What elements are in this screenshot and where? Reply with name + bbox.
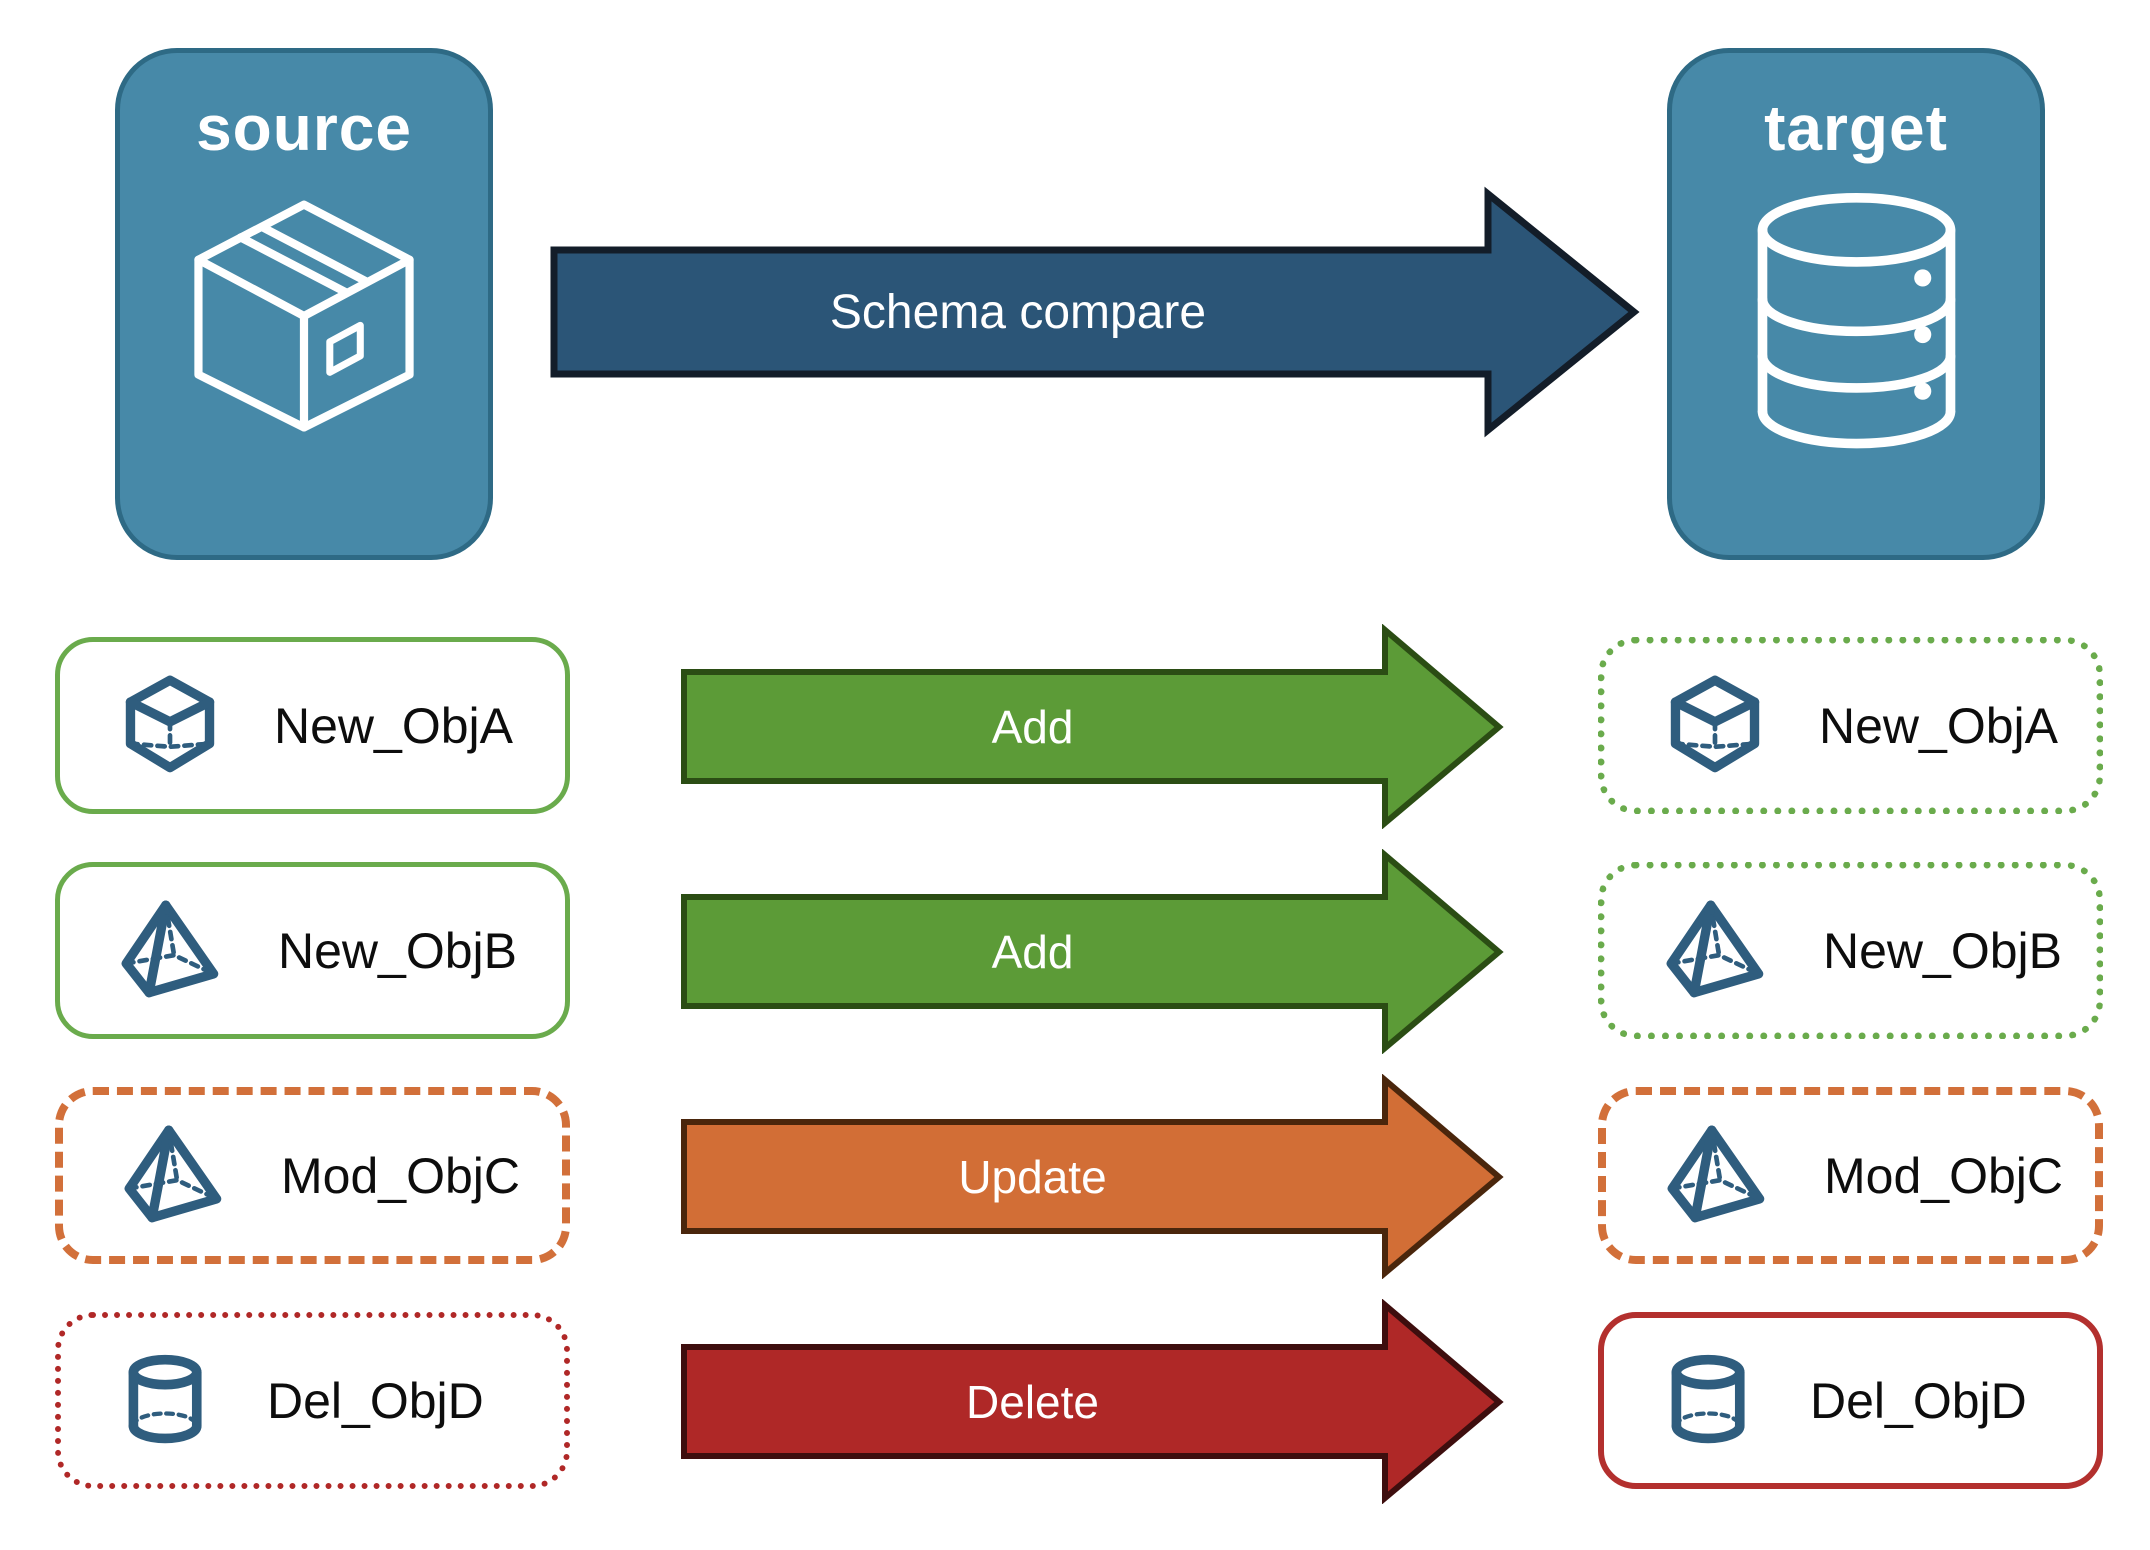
delete-arrow (681, 1299, 1504, 1504)
target-object-box-del-objd: Del_ObjD (1598, 1312, 2103, 1489)
schema-compare-arrow (550, 186, 1640, 438)
source-object-box-mod-objc: Mod_ObjC (55, 1087, 570, 1264)
delete-arrow-label: Delete (966, 1376, 1099, 1428)
update-arrow-label: Update (958, 1151, 1107, 1203)
pyramid-icon (124, 1125, 222, 1222)
object-label: Mod_ObjC (1824, 1147, 2063, 1204)
object-label: New_ObjB (1823, 922, 2062, 979)
cylinder-icon (128, 1354, 202, 1443)
target-node: target (1667, 48, 2045, 560)
object-label: New_ObjB (278, 922, 517, 979)
pyramid-icon (1666, 900, 1764, 997)
source-object-box-del-objd: Del_ObjD (55, 1312, 570, 1489)
pyramid-icon (1667, 1125, 1765, 1222)
source-object-box-new-obja: New_ObjA (55, 637, 570, 814)
object-label: New_ObjA (274, 697, 513, 754)
cube-icon (1670, 675, 1760, 772)
update-arrow (681, 1074, 1504, 1279)
object-label: Mod_ObjC (281, 1147, 520, 1204)
database-icon (1757, 193, 1955, 449)
cylinder-icon (1671, 1354, 1745, 1443)
source-label: source (196, 92, 412, 164)
target-object-box-mod-objc: Mod_ObjC (1598, 1087, 2103, 1264)
package-icon (194, 200, 414, 432)
add-arrow-label-1: Add (991, 701, 1074, 753)
add-arrow-2 (681, 849, 1504, 1054)
add-arrow-label-2: Add (991, 926, 1074, 978)
source-object-box-new-objb: New_ObjB (55, 862, 570, 1039)
target-object-box-new-objb: New_ObjB (1598, 862, 2103, 1039)
source-node: source (115, 48, 493, 560)
add-arrow-1 (681, 624, 1504, 829)
target-label: target (1764, 92, 1948, 164)
cube-icon (125, 675, 215, 772)
schema-compare-label: Schema compare (829, 285, 1207, 339)
object-label: New_ObjA (1819, 697, 2058, 754)
object-label: Del_ObjD (267, 1372, 484, 1429)
object-label: Del_ObjD (1810, 1372, 2027, 1429)
pyramid-icon (121, 900, 219, 997)
target-object-box-new-obja: New_ObjA (1598, 637, 2103, 814)
